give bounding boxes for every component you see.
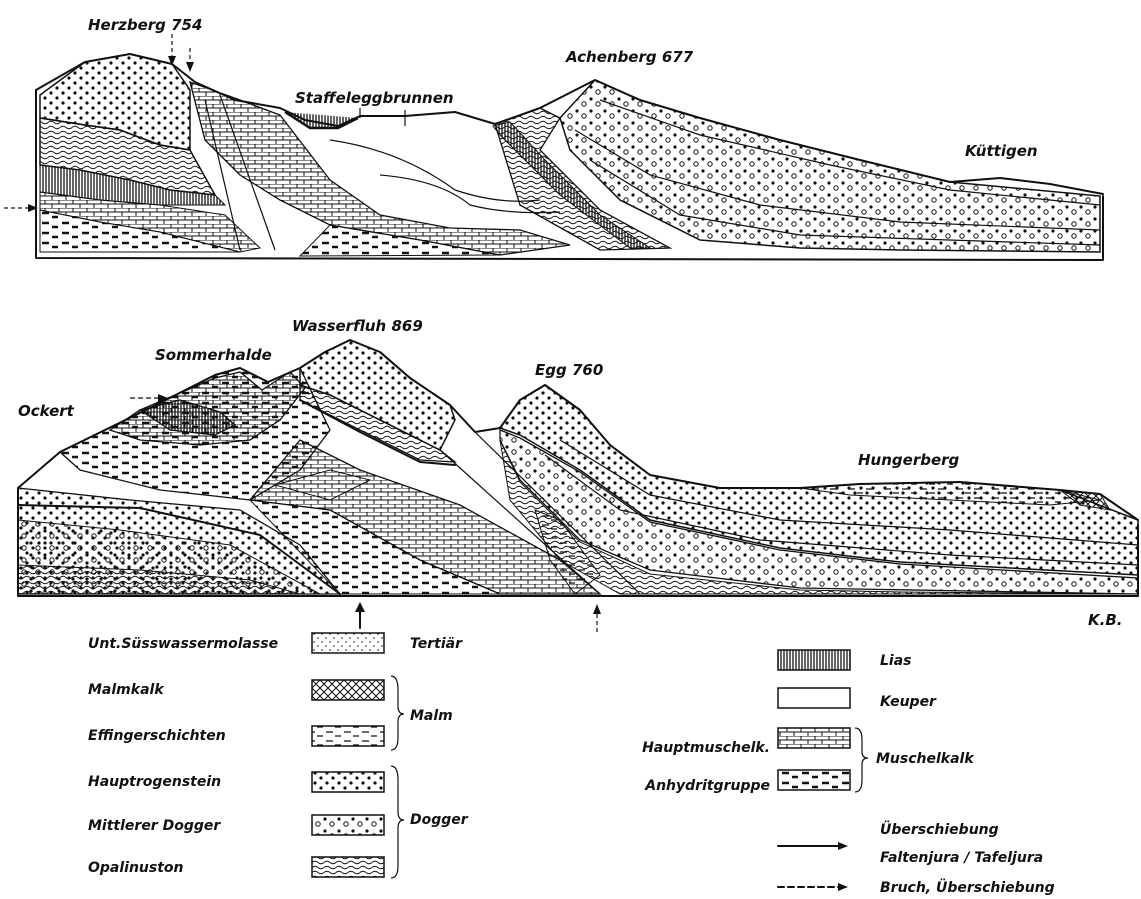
legend-swatch-lias [778, 650, 850, 670]
legend: Unt.Süsswassermolasse Malmkalk Effingers… [88, 633, 1055, 896]
peak-label-staffeleggbrunnen: Staffeleggbrunnen [295, 89, 454, 107]
peak-label-ockert: Ockert [18, 402, 75, 420]
legend-swatch-hauptmuschelkalk [778, 728, 850, 748]
legend-group-dogger: Dogger [410, 812, 469, 828]
legend-label-opalinuston: Opalinuston [88, 860, 184, 876]
legend-swatch-mittlerer-dogger [312, 815, 384, 835]
legend-swatch-molasse [312, 633, 384, 653]
legend-line-solid-arrowhead [838, 842, 848, 850]
peak-label-sommerhalde: Sommerhalde [155, 346, 272, 364]
legend-swatch-opalinuston [312, 857, 384, 877]
legend-label-anhydritgruppe: Anhydritgruppe [644, 778, 770, 794]
legend-line-dashed-arrowhead [838, 883, 848, 891]
peak-label-hungerberg: Hungerberg [858, 451, 960, 469]
legend-swatch-keuper [778, 688, 850, 708]
legend-label-ueberschiebung: Überschiebung [880, 820, 999, 838]
legend-label-molasse: Unt.Süsswassermolasse [88, 636, 278, 652]
legend-label-malmkalk: Malmkalk [88, 682, 165, 698]
legend-group-malm: Malm [410, 708, 453, 724]
top-section: Herzberg 754 Staffeleggbrunnen Achenberg… [4, 16, 1106, 262]
legend-label-effingerschichten: Effingerschichten [88, 728, 226, 744]
legend-bracket-dogger [391, 766, 404, 878]
peak-label-herzberg: Herzberg 754 [88, 16, 202, 34]
legend-bracket-malm [391, 676, 404, 750]
peak-label-kuettigen: Küttigen [965, 142, 1038, 160]
legend-label-faltenjura-tafeljura: Faltenjura / Tafeljura [880, 850, 1043, 866]
legend-label-hauptrogenstein: Hauptrogenstein [88, 774, 221, 790]
legend-swatch-malmkalk [312, 680, 384, 700]
legend-label-keuper: Keuper [880, 694, 937, 710]
legend-swatch-hauptrogenstein [312, 772, 384, 792]
legend-label-lias: Lias [880, 653, 912, 669]
peak-label-egg: Egg 760 [535, 361, 603, 379]
peak-label-achenberg: Achenberg 677 [565, 48, 694, 66]
legend-bracket-muschelkalk [855, 728, 868, 792]
legend-group-tertiaer: Tertiär [410, 636, 463, 652]
peak-label-wasserfluh: Wasserfluh 869 [292, 317, 423, 335]
legend-label-hauptmuschelkalk: Hauptmuschelk. [642, 740, 770, 756]
author-initials: K.B. [1088, 611, 1122, 629]
legend-group-muschelkalk: Muschelkalk [876, 751, 975, 767]
legend-swatch-effingerschichten [312, 726, 384, 746]
legend-label-mittlerer-dogger: Mittlerer Dogger [88, 818, 221, 834]
bottom-section: Wasserfluh 869 Sommerhalde Ockert Egg 76… [18, 317, 1138, 632]
legend-label-bruch-ueberschiebung: Bruch, Überschiebung [880, 878, 1055, 896]
legend-swatch-anhydritgruppe [778, 770, 850, 790]
